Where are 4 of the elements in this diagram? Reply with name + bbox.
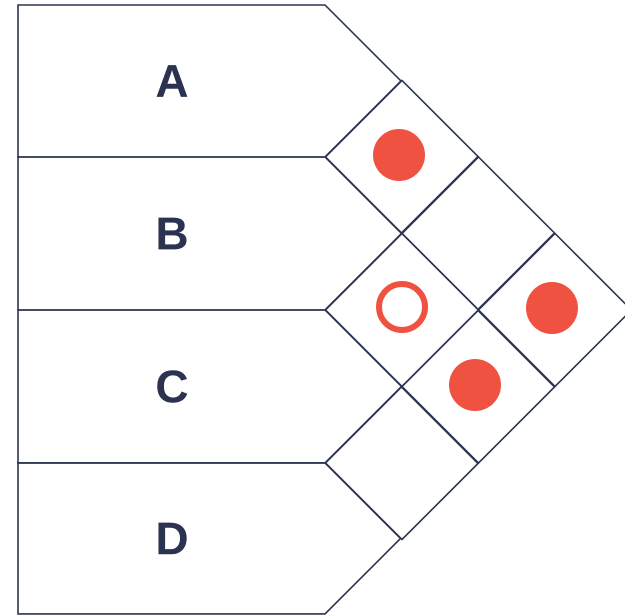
row-box: C [17,309,403,464]
row-box: A [17,4,402,158]
row-box: B [17,156,403,311]
row-box: D [17,462,402,615]
